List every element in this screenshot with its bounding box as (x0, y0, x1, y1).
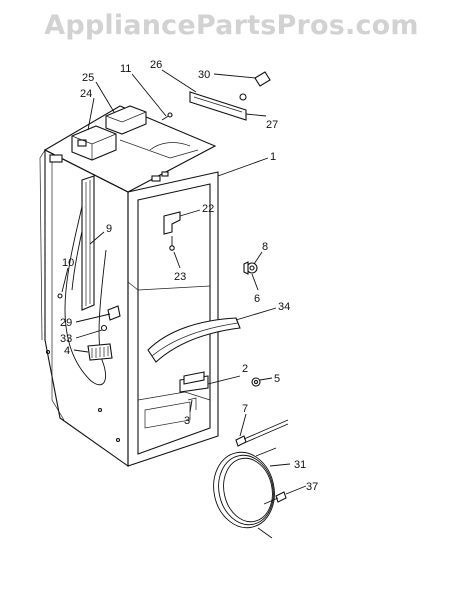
top-bracket (189, 91, 247, 121)
bracket-22 (163, 211, 181, 251)
screw-37 (263, 491, 287, 505)
vent-grille (87, 343, 113, 361)
callout-7: 7 (242, 403, 248, 415)
callout-31: 31 (294, 459, 306, 471)
callout-5: 5 (274, 373, 280, 385)
leader-lines (61, 69, 307, 495)
callout-6: 6 (254, 293, 260, 305)
duct-channel (81, 175, 95, 311)
plate-2-3 (179, 371, 209, 410)
coiled-tube (213, 447, 277, 539)
callout-34: 34 (278, 301, 290, 313)
callout-26: 26 (150, 59, 162, 71)
callout-3: 3 (184, 415, 190, 427)
callout-22: 22 (202, 203, 214, 215)
cap-part-30 (254, 71, 271, 87)
control-housing (71, 105, 147, 161)
cabinet-liner (39, 105, 219, 468)
bolt-7 (235, 419, 289, 447)
callout-23: 23 (174, 271, 186, 283)
callout-8: 8 (262, 241, 268, 253)
side-fasteners (57, 293, 121, 332)
callout-4: 4 (64, 345, 70, 357)
callout-24: 24 (80, 88, 92, 100)
callout-33: 33 (60, 333, 72, 345)
watermark: AppliancePartsPros.com (44, 10, 419, 41)
nut-5 (251, 377, 261, 387)
callout-29: 29 (60, 317, 72, 329)
callout-25: 25 (82, 72, 94, 84)
callout-labels: 1 2 3 4 5 6 7 8 9 10 11 22 23 24 25 26 2… (60, 59, 318, 493)
fastener-8-6 (243, 261, 258, 275)
callout-10: 10 (62, 257, 74, 269)
screw-11 (161, 112, 173, 121)
callout-30: 30 (198, 69, 210, 81)
callout-1: 1 (270, 151, 276, 163)
callout-9: 9 (106, 223, 112, 235)
callout-11: 11 (120, 63, 131, 75)
callout-37: 37 (306, 481, 318, 493)
shelf-cover (147, 317, 241, 363)
callout-2: 2 (242, 363, 248, 375)
callout-27: 27 (266, 119, 278, 131)
